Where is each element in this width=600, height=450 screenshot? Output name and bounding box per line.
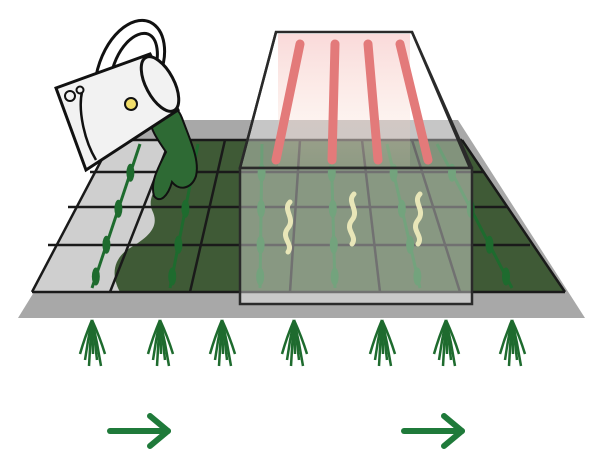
seedling-leaf — [502, 267, 510, 286]
seedling-leaf — [91, 267, 100, 286]
root-cluster-icon — [498, 319, 527, 367]
root-cluster-icon — [432, 319, 461, 367]
root-cluster-icon — [208, 319, 237, 367]
seedling-leaf — [330, 267, 339, 286]
steam-wave-icon — [282, 199, 294, 255]
seedling-leaf — [328, 199, 337, 218]
seedling-leaf — [168, 267, 177, 286]
seedling-rows — [90, 143, 514, 289]
steam-wave-icon — [412, 191, 424, 247]
can-label-dot — [124, 97, 138, 111]
heat-lamp — [363, 39, 383, 165]
seedling-leaf — [406, 235, 415, 254]
arrow-right-icon — [107, 413, 171, 449]
grid-wet-light-area — [32, 140, 175, 292]
can-rose-hole — [75, 85, 85, 95]
chamber-front — [238, 166, 474, 306]
root-cluster-icon — [78, 319, 107, 367]
process-arrows — [107, 413, 465, 449]
seedling-leaf — [257, 199, 266, 218]
seedling-leaf — [181, 199, 190, 218]
root-clusters — [78, 319, 527, 367]
heat-lamps — [271, 39, 433, 165]
seedling-leaf — [485, 235, 494, 254]
seedling-leaf — [413, 267, 422, 286]
seedling-leaf — [256, 267, 265, 286]
can-handle-inner — [108, 31, 159, 81]
can-handle — [94, 18, 167, 77]
seedling-leaf — [102, 235, 111, 254]
root-cluster-icon — [146, 319, 175, 367]
can-mouth — [139, 55, 181, 113]
seedling-leaf — [397, 199, 406, 218]
steam-group — [282, 191, 424, 255]
seedling-leaf — [126, 163, 135, 182]
can-pour-liquid — [148, 102, 198, 201]
root-cluster-icon — [280, 319, 309, 367]
heating-chamber — [238, 30, 474, 306]
seedling-leaf — [329, 235, 338, 254]
heat-lamp — [395, 39, 433, 165]
seedling-leaf — [114, 199, 123, 218]
arrow-right-icon — [401, 413, 465, 449]
root-cluster-icon — [368, 319, 397, 367]
heat-lamp — [271, 39, 305, 165]
can-rose-hole — [64, 90, 76, 102]
watering-can-icon — [54, 18, 198, 201]
seedling-leaf — [256, 235, 265, 254]
steam-wave-icon — [346, 191, 358, 247]
heat-lamp — [327, 39, 340, 165]
seedling-leaf — [174, 235, 183, 254]
